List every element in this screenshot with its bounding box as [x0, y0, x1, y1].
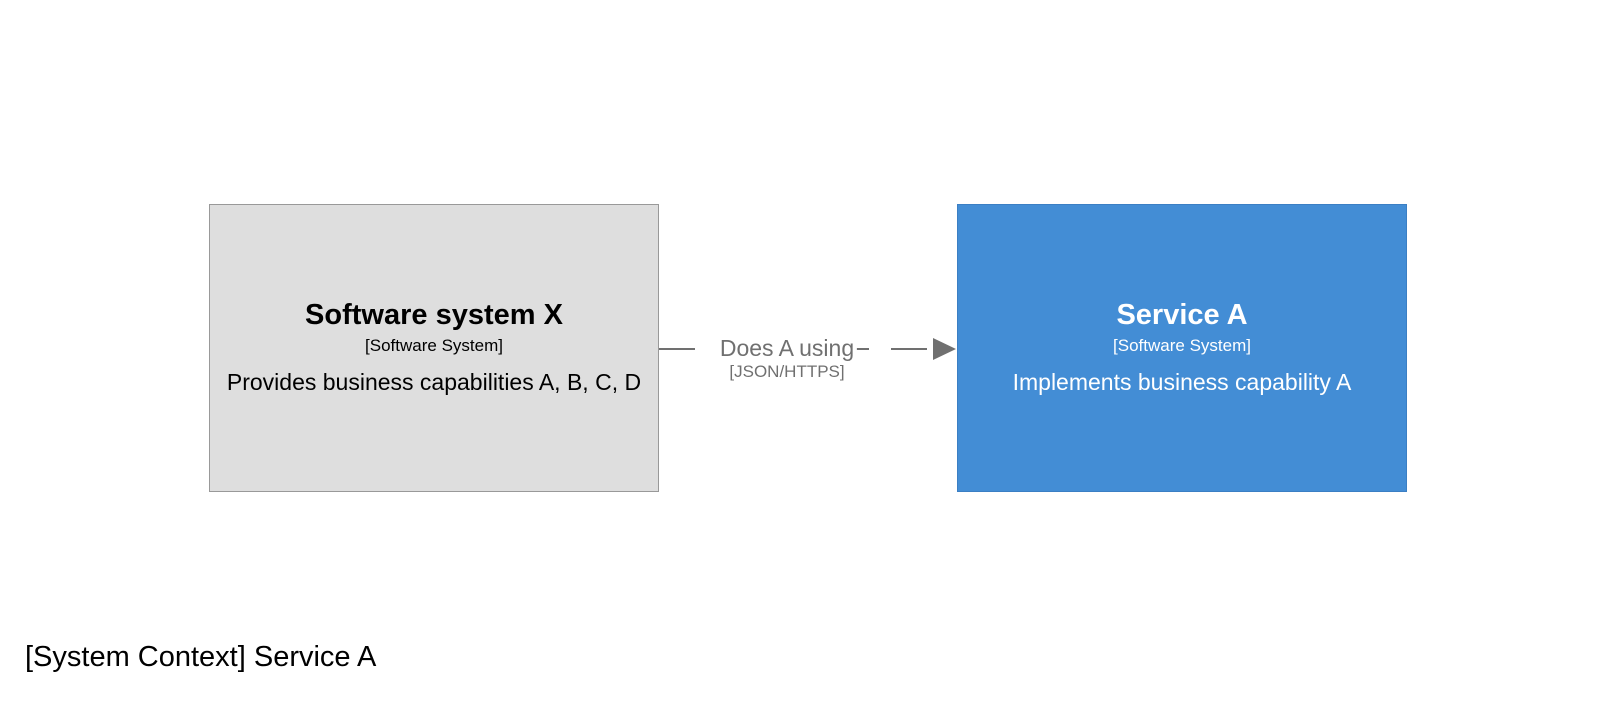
- node-description: Implements business capability A: [1012, 368, 1352, 395]
- relationship-label[interactable]: Does A using [JSON/HTTPS]: [716, 334, 858, 382]
- node-software-system-x[interactable]: Software system X [Software System] Prov…: [209, 204, 659, 492]
- relationship-description: Does A using: [719, 335, 855, 361]
- node-type-label: [Software System]: [1113, 335, 1251, 355]
- node-type-label: [Software System]: [365, 335, 503, 355]
- node-description: Provides business capabilities A, B, C, …: [226, 368, 642, 395]
- node-name: Service A: [1116, 299, 1248, 332]
- diagram-title: [System Context] Service A: [25, 641, 377, 673]
- node-name: Software system X: [305, 299, 563, 332]
- relationship-technology: [JSON/HTTPS]: [729, 362, 845, 381]
- node-service-a[interactable]: Service A [Software System] Implements b…: [957, 204, 1407, 492]
- arrowhead-icon: [933, 338, 956, 360]
